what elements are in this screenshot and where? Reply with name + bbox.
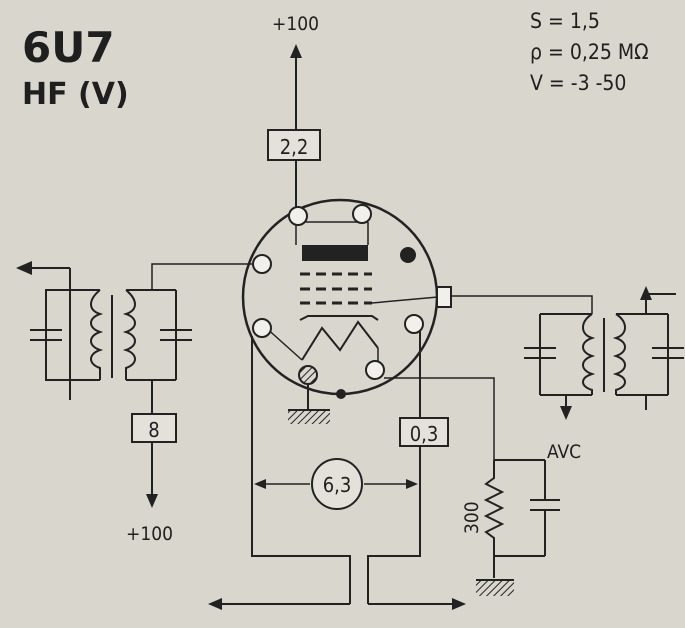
- ground-suppressor: [288, 410, 330, 424]
- pin-plate: [288, 206, 308, 226]
- heater-left-arrow: [208, 598, 222, 610]
- plate-resistor-box: [267, 129, 321, 161]
- cathode-resistor: [483, 460, 505, 578]
- avc-arrow: [560, 395, 572, 420]
- plate-supply-label: +100: [272, 13, 319, 35]
- screen-supply-label: +100: [126, 523, 173, 545]
- screen-wire: [151, 263, 253, 290]
- pin-2: [352, 204, 372, 224]
- left-tuned-circuit: [30, 289, 192, 414]
- pin-heater-1: [252, 318, 272, 338]
- heater-voltage-circle: [311, 458, 363, 510]
- heater-right-arrow: [452, 598, 466, 610]
- pin-screen: [252, 254, 272, 274]
- pin-suppressor: [298, 365, 318, 385]
- ground-cathode: [476, 580, 514, 596]
- control-grid-lead: [371, 296, 439, 304]
- cathode: [299, 315, 379, 321]
- pin-cathode: [365, 360, 385, 380]
- pin-key: [400, 247, 416, 263]
- plate-electrode: [302, 245, 368, 261]
- avc-label: AVC: [547, 441, 581, 463]
- right-input-arrow: [640, 286, 652, 300]
- plate-supply-arrow: [290, 44, 302, 130]
- right-tuned-circuit: [524, 293, 684, 410]
- heater-resistor-value: 0,3: [410, 422, 439, 446]
- heater-resistor-box: [399, 417, 449, 447]
- plate-resistor-value: 2,2: [280, 135, 309, 159]
- heater-wire-left: [251, 336, 351, 604]
- grid-wire: [451, 295, 593, 314]
- param-voltage: V = -3 -50: [530, 71, 626, 95]
- heater-voltage-dimension: [254, 479, 418, 489]
- param-resistance: ρ = 0,25 MΩ: [530, 40, 649, 64]
- tube-function: HF (V): [22, 77, 129, 112]
- grids: [300, 272, 372, 305]
- param-slope: S = 1,5: [530, 9, 600, 33]
- tube-type: 6U7: [22, 23, 115, 72]
- cathode-resistor-value: 300: [461, 501, 483, 534]
- screen-resistor-box: [131, 413, 177, 443]
- heater-filament: [301, 320, 379, 361]
- tube-envelope: [241, 198, 439, 396]
- screen-resistor-value: 8: [148, 418, 159, 442]
- heater-voltage-value: 6,3: [323, 473, 352, 497]
- grid-top-cap: [436, 286, 452, 308]
- left-output-arrow: [16, 261, 71, 290]
- screen-supply-arrow: [146, 442, 158, 508]
- pin-6: [404, 314, 424, 334]
